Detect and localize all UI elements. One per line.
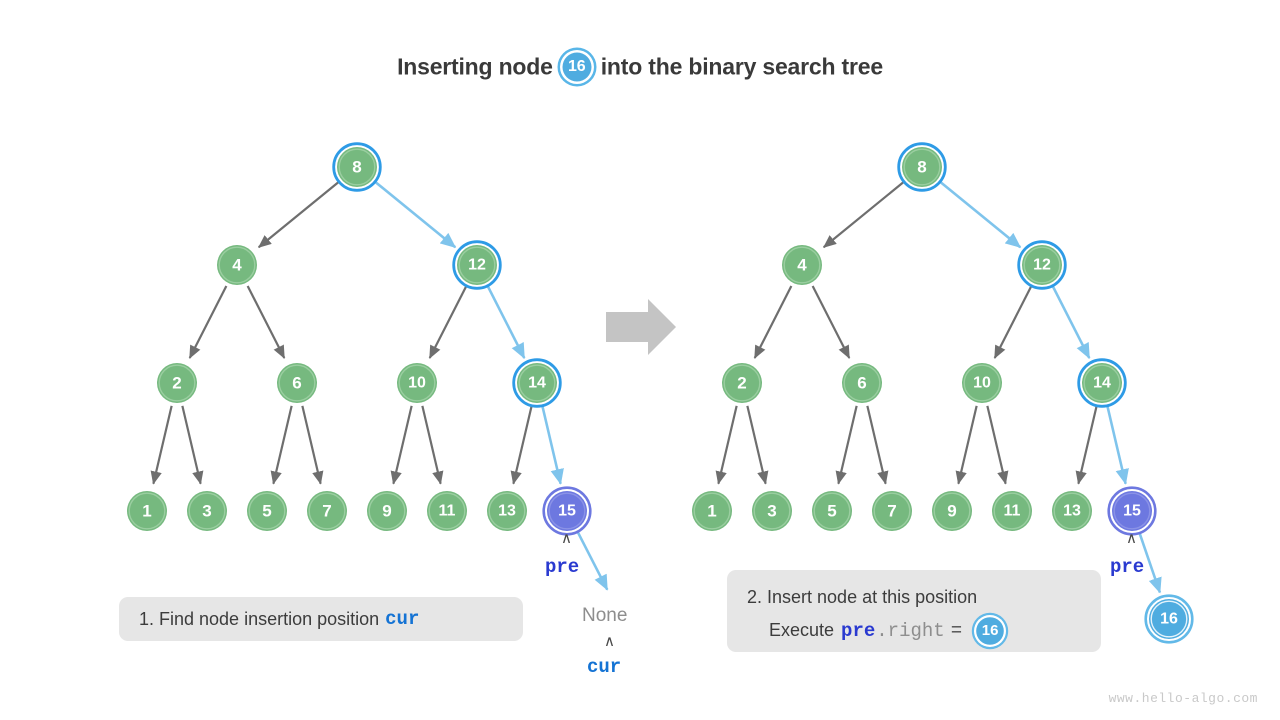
tree-node-label: 8 xyxy=(352,158,361,177)
tree-node-label: 13 xyxy=(1063,503,1081,520)
pre-label-left: pre xyxy=(545,556,580,578)
tree-node-label: 16 xyxy=(1160,611,1178,628)
tree-node-label: 3 xyxy=(202,502,211,521)
callout-2-var-pre: pre xyxy=(841,619,876,642)
callout-2-line-2: Execute pre .right = 16 xyxy=(747,614,1101,647)
tree-node-2: 2 xyxy=(722,363,762,403)
tree-node-15: 15 xyxy=(1107,486,1157,536)
callout-2-node-badge: 16 xyxy=(974,614,1007,647)
title-prefix: Inserting node xyxy=(397,53,553,80)
tree-node-label: 6 xyxy=(292,374,301,393)
tree-node-7: 7 xyxy=(307,491,347,531)
tree-node-label: 15 xyxy=(1123,503,1141,520)
tree-node-4: 4 xyxy=(782,245,822,285)
pre-caret-right: ∧ xyxy=(1126,530,1137,547)
tree-node-5: 5 xyxy=(812,491,852,531)
tree-node-3: 3 xyxy=(752,491,792,531)
tree-node-label: 3 xyxy=(767,502,776,521)
tree-node-label: 10 xyxy=(973,375,991,392)
callout-step-2: 2. Insert node at this position Execute … xyxy=(727,570,1101,652)
tree-node-10: 10 xyxy=(397,363,437,403)
tree-node-label: 12 xyxy=(1033,257,1051,274)
title-suffix: into the binary search tree xyxy=(600,53,883,80)
tree-node-12: 12 xyxy=(452,240,502,290)
tree-node-11: 11 xyxy=(992,491,1032,531)
tree-node-6: 6 xyxy=(842,363,882,403)
tree-node-label: 5 xyxy=(262,502,271,521)
tree-node-1: 1 xyxy=(692,491,732,531)
callout-2-line-1: 2. Insert node at this position xyxy=(747,581,1101,614)
cur-label: cur xyxy=(587,656,622,678)
tree-node-15: 15 xyxy=(542,486,592,536)
tree-node-14: 14 xyxy=(512,358,562,408)
tree-node-8: 8 xyxy=(897,142,947,192)
callout-step-1: 1. Find node insertion position cur xyxy=(119,597,523,641)
tree-node-11: 11 xyxy=(427,491,467,531)
tree-node-16: 16 xyxy=(1144,594,1194,644)
tree-node-13: 13 xyxy=(1052,491,1092,531)
callout-2-equals: = xyxy=(950,619,963,642)
tree-node-label: 10 xyxy=(408,375,426,392)
pre-caret-left: ∧ xyxy=(561,530,572,547)
callout-2-text: 2. Insert node at this position xyxy=(747,587,978,607)
tree-node-label: 11 xyxy=(1004,503,1021,520)
none-label: None xyxy=(582,605,628,626)
tree-node-label: 14 xyxy=(528,375,546,392)
tree-node-14: 14 xyxy=(1077,358,1127,408)
tree-node-13: 13 xyxy=(487,491,527,531)
cur-caret: ∧ xyxy=(604,633,615,650)
tree-node-label: 7 xyxy=(887,502,896,521)
tree-node-label: 7 xyxy=(322,502,331,521)
tree-node-label: 11 xyxy=(439,503,456,520)
tree-node-label: 15 xyxy=(558,503,576,520)
tree-node-label: 8 xyxy=(917,158,926,177)
tree-node-label: 5 xyxy=(827,502,836,521)
tree-node-label: 9 xyxy=(382,502,391,521)
tree-node-2: 2 xyxy=(157,363,197,403)
tree-node-5: 5 xyxy=(247,491,287,531)
tree-node-12: 12 xyxy=(1017,240,1067,290)
callout-1-var: cur xyxy=(385,608,420,630)
tree-node-10: 10 xyxy=(962,363,1002,403)
callout-2-execute-label: Execute xyxy=(769,620,835,640)
tree-node-label: 13 xyxy=(498,503,516,520)
title-node-badge: 16 xyxy=(559,50,594,84)
tree-node-label: 2 xyxy=(172,374,181,393)
pre-label-right: pre xyxy=(1110,556,1145,578)
tree-node-label: 1 xyxy=(142,502,151,521)
tree-node-label: 2 xyxy=(737,374,746,393)
callout-1-text: 1. Find node insertion position xyxy=(139,608,380,629)
tree-node-9: 9 xyxy=(367,491,407,531)
tree-node-7: 7 xyxy=(872,491,912,531)
tree-node-label: 4 xyxy=(797,256,807,275)
tree-node-1: 1 xyxy=(127,491,167,531)
tree-node-9: 9 xyxy=(932,491,972,531)
tree-node-8: 8 xyxy=(332,142,382,192)
tree-node-label: 6 xyxy=(857,374,866,393)
watermark: www.hello-algo.com xyxy=(1108,691,1258,706)
tree-node-label: 12 xyxy=(468,257,486,274)
tree-node-label: 1 xyxy=(707,502,716,521)
tree-node-4: 4 xyxy=(217,245,257,285)
arrow-right-icon xyxy=(606,299,676,355)
tree-node-6: 6 xyxy=(277,363,317,403)
tree-node-label: 9 xyxy=(947,502,956,521)
tree-node-label: 4 xyxy=(232,256,242,275)
tree-node-label: 14 xyxy=(1093,375,1111,392)
callout-2-prop-right: .right xyxy=(876,619,945,642)
tree-node-3: 3 xyxy=(187,491,227,531)
